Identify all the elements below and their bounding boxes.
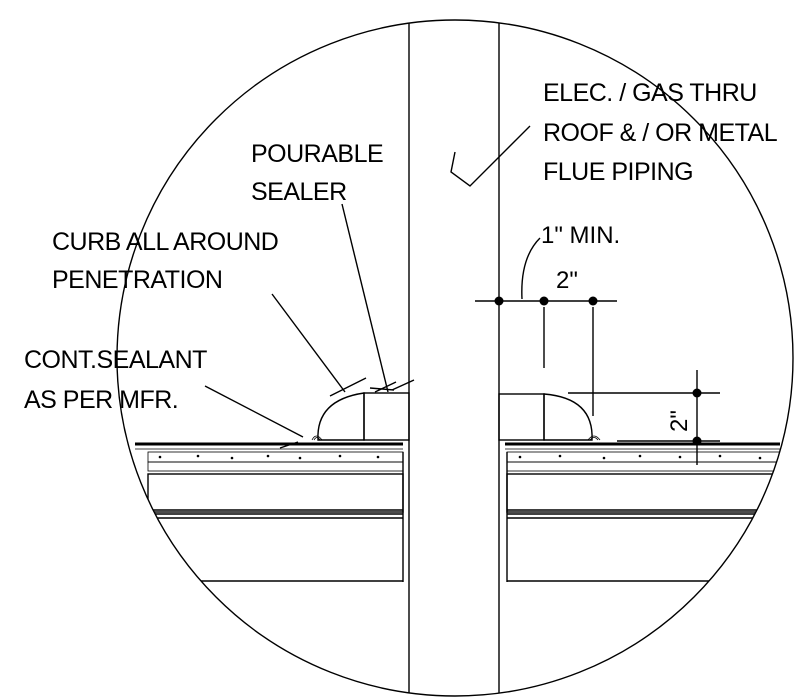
- insulation-right: [506, 473, 783, 513]
- curb-label-line1: CURB ALL AROUND: [52, 228, 278, 256]
- sealer-label-line2: SEALER: [251, 178, 347, 206]
- sealant-bead-right: [587, 435, 601, 441]
- tick-strip-right: [506, 461, 783, 472]
- pipe-leader: [450, 125, 531, 187]
- pipe-label-line3: FLUE PIPING: [543, 158, 693, 186]
- sealant-label-line1: CONT.SEALANT: [24, 346, 207, 374]
- sealer-box-right: [498, 393, 545, 441]
- pipe-label-line1: ELEC. / GAS THRU: [543, 79, 757, 107]
- cover-board-dots: [158, 454, 762, 460]
- tick-strip-left: [147, 461, 404, 472]
- curb-left: [317, 392, 365, 441]
- cover-board-right: [506, 451, 783, 463]
- curb-label-line2: PENETRATION: [52, 266, 222, 294]
- pipe-label-line2: ROOF & / OR METAL: [543, 119, 778, 147]
- sealant-label-line2: AS PER MFR.: [24, 386, 178, 414]
- sealer-leader: [341, 203, 389, 393]
- detail-circle: [116, 19, 794, 697]
- dimension-dots: [494, 296, 702, 446]
- sealer-label-line1: POURABLE: [251, 140, 383, 168]
- dim-horizontal: 2": [556, 267, 578, 294]
- curb-right: [543, 393, 593, 441]
- cover-board-left: [147, 451, 404, 463]
- sealant-bead-left: [311, 435, 323, 441]
- dim-min-clearance: 1" MIN.: [541, 222, 620, 249]
- sealer-box-left: [363, 392, 410, 441]
- curb-leader: [271, 293, 346, 393]
- dim-vertical: 2": [666, 410, 693, 432]
- insulation-left: [147, 473, 404, 513]
- sealant-leader: [204, 385, 304, 438]
